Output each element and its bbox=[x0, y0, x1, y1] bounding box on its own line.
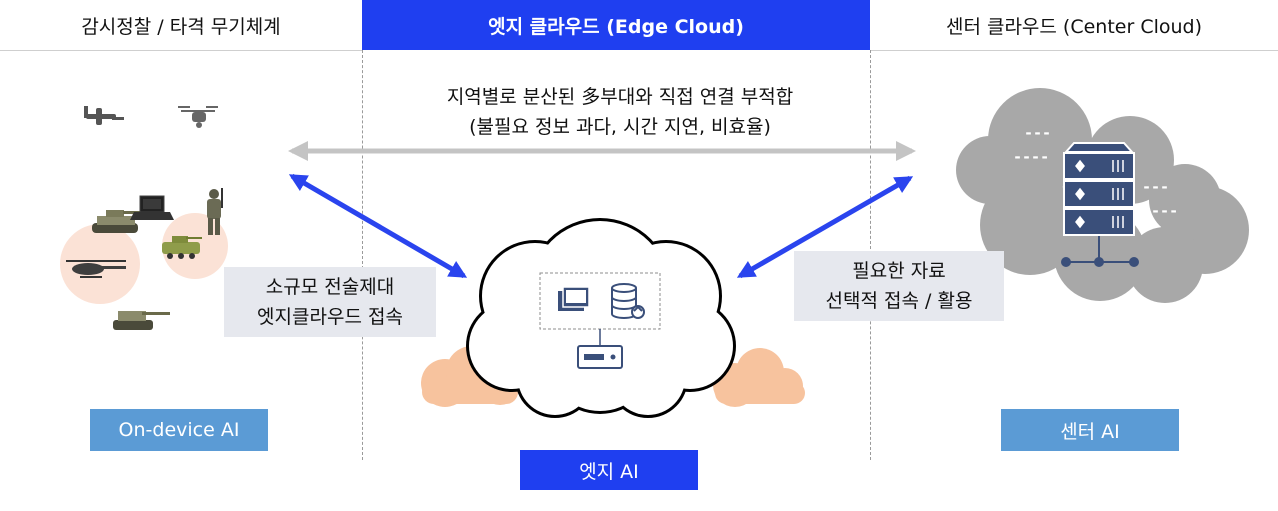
server-dash-r1: --- bbox=[1142, 178, 1170, 196]
tactical-unit-label-line1: 소규모 전술제대 bbox=[265, 276, 395, 298]
header-edge-cloud: 엣지 클라우드 (Edge Cloud) bbox=[362, 0, 870, 50]
header-surveillance-strike: 감시정찰 / 타격 무기체계 bbox=[0, 0, 362, 51]
router-icon bbox=[577, 345, 623, 369]
database-sync-icon bbox=[611, 283, 645, 319]
tactical-unit-label-line2: 엣지클라우드 접속 bbox=[257, 306, 403, 328]
tactical-unit-label: 소규모 전술제대 엣지클라우드 접속 bbox=[224, 267, 436, 337]
right-blue-arrow bbox=[736, 175, 914, 279]
left-blue-arrow bbox=[288, 173, 468, 279]
server-dash-l1: --- bbox=[1024, 124, 1052, 142]
laptop-icon bbox=[130, 195, 174, 220]
server-dash-r2: ---- bbox=[1142, 202, 1179, 220]
drone-icon bbox=[84, 106, 124, 125]
selective-access-label-line2: 선택적 접속 / 활용 bbox=[825, 290, 973, 312]
network-bus-icon bbox=[1061, 236, 1139, 267]
edge-ai-badge: 엣지 AI bbox=[520, 450, 698, 490]
monitor-icon bbox=[558, 286, 590, 311]
connection-note-line1: 지역별로 분산된 多부대와 직접 연결 부적합 bbox=[446, 86, 794, 108]
edge-cloud-shape bbox=[466, 218, 736, 418]
connection-note: 지역별로 분산된 多부대와 직접 연결 부적합 (불필요 정보 과다, 시간 지… bbox=[370, 82, 870, 142]
connection-note-line2: (불필요 정보 과다, 시간 지연, 비효율) bbox=[469, 116, 771, 138]
on-device-ai-badge: On-device AI bbox=[90, 409, 268, 451]
selective-access-label: 필요한 자료 선택적 접속 / 활용 bbox=[794, 251, 1004, 321]
armored-vehicle-icon bbox=[162, 236, 202, 259]
helicopter-icon bbox=[66, 260, 126, 278]
header-center-cloud: 센터 클라우드 (Center Cloud) bbox=[870, 0, 1278, 51]
server-rack-icon bbox=[1063, 142, 1135, 236]
artillery-icon bbox=[113, 311, 170, 330]
selective-access-label-line1: 필요한 자료 bbox=[852, 260, 946, 282]
server-dash-l2: ---- bbox=[1013, 148, 1050, 166]
quadcopter-icon bbox=[178, 106, 218, 128]
orange-cloud-right bbox=[713, 348, 805, 407]
center-ai-badge: 센터 AI bbox=[1001, 409, 1179, 451]
soldier-icon bbox=[207, 188, 223, 235]
